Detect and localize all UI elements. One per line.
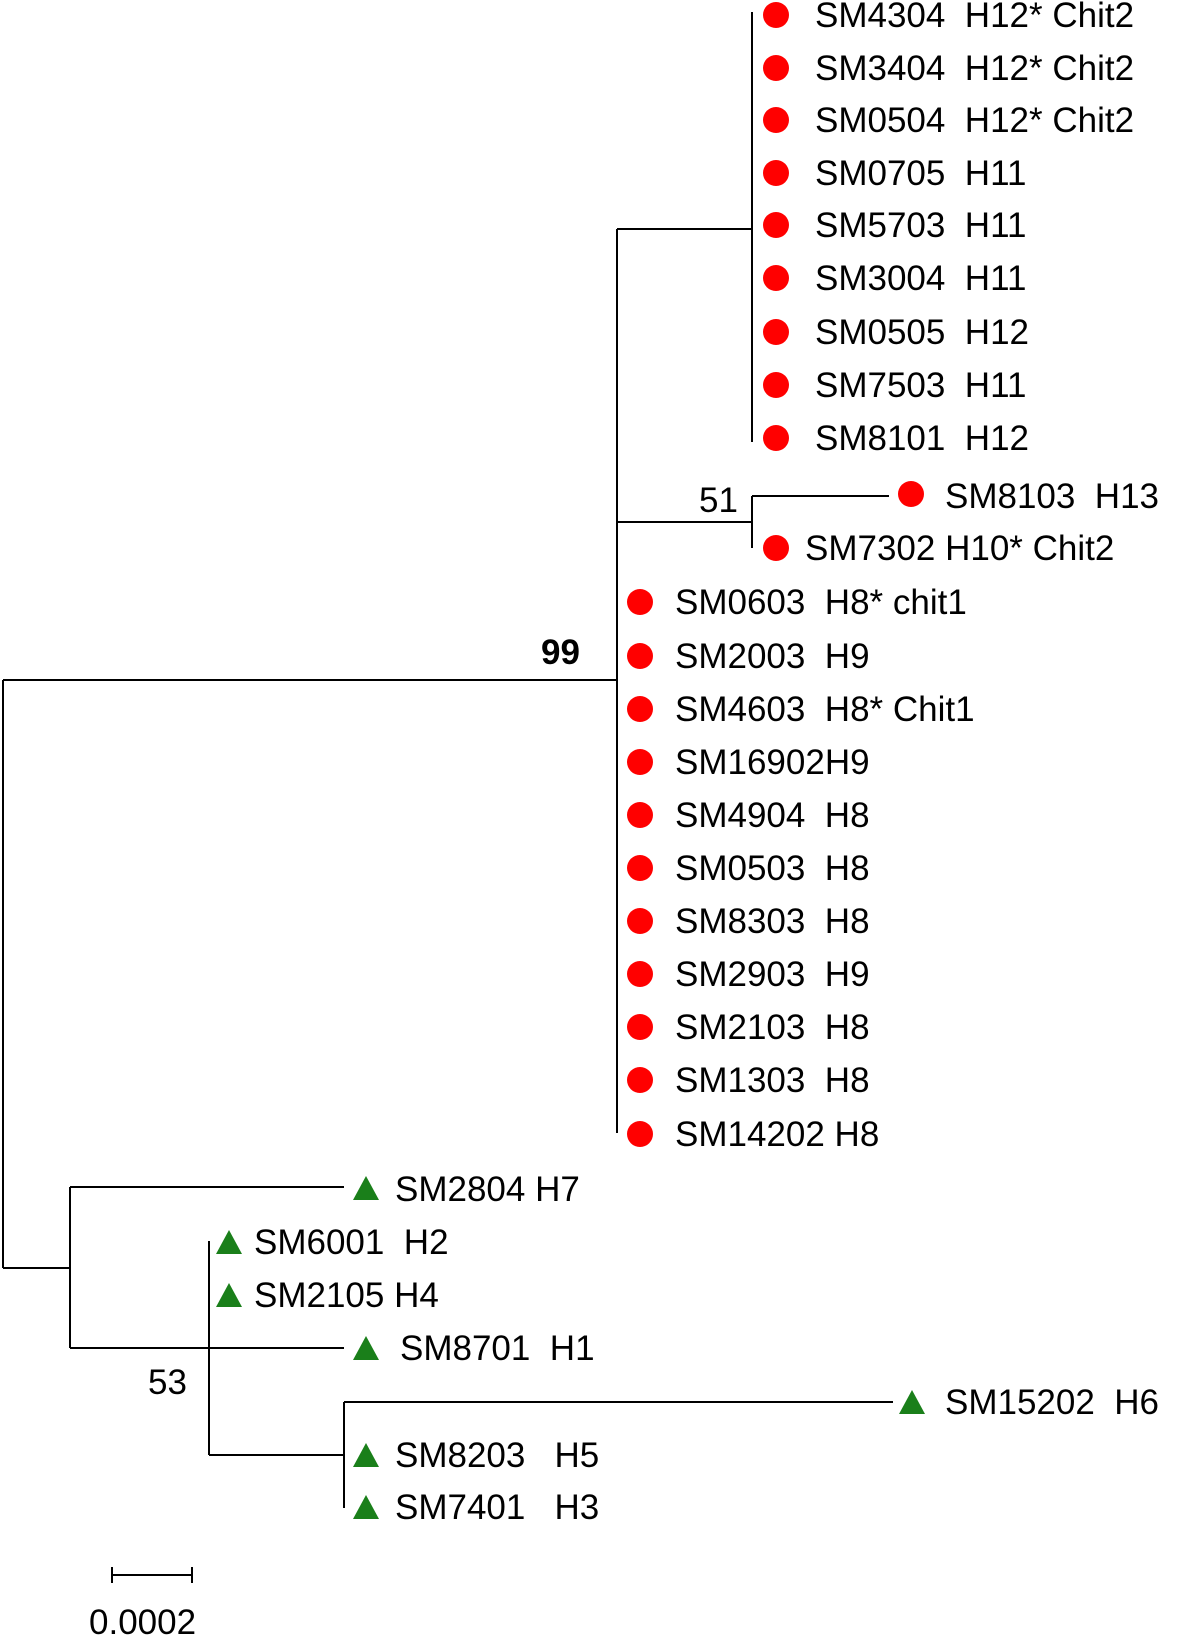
green-triangle-marker — [899, 1390, 925, 1414]
red-circle-marker — [763, 425, 789, 451]
leaf-label: SM3004 H11 — [815, 259, 1026, 298]
leaf-label: SM0705 H11 — [815, 154, 1026, 193]
leaf-label: SM7503 H11 — [815, 366, 1026, 405]
leaf: SM7401 H3 — [353, 1488, 599, 1527]
support-values: 99 51 53 — [148, 481, 738, 1402]
red-circle-marker — [763, 535, 789, 561]
leaf: SM15202 H6 — [899, 1383, 1159, 1422]
red-circle-marker — [627, 1014, 653, 1040]
leaf: SM4603 H8* Chit1 — [627, 690, 975, 729]
red-circle-marker — [627, 1067, 653, 1093]
leaf: SM8103 H13 — [898, 477, 1159, 516]
red-circle-marker — [898, 481, 924, 507]
red-circle-marker — [763, 265, 789, 291]
leaf-label: SM2903 H9 — [675, 955, 870, 994]
leaf: SM3004 H11 — [763, 259, 1026, 298]
leaf: SM4304 H12* Chit2 — [763, 0, 1134, 35]
support-value-main: 99 — [541, 633, 580, 672]
green-triangle-marker — [353, 1495, 379, 1519]
leaf: SM4904 H8 — [627, 796, 870, 835]
leaf: SM8203 H5 — [353, 1436, 599, 1475]
leaf: SM8303 H8 — [627, 902, 870, 941]
leaf-label: SM8701 H1 — [400, 1329, 595, 1368]
leaf-label: SM8103 H13 — [945, 477, 1159, 516]
leaf: SM2105 H4 — [216, 1276, 439, 1315]
leaf-label: SM8303 H8 — [675, 902, 870, 941]
green-triangle-marker — [353, 1443, 379, 1467]
red-circle-marker — [763, 55, 789, 81]
red-circle-marker — [627, 855, 653, 881]
leaf-label: SM8101 H12 — [815, 419, 1029, 458]
leaf-label: SM2804 H7 — [395, 1170, 580, 1209]
leaf: SM0505 H12 — [763, 313, 1029, 352]
green-triangle-marker — [216, 1230, 242, 1254]
leaf-label: SM2003 H9 — [675, 637, 870, 676]
red-circle-marker — [627, 802, 653, 828]
green-triangle-marker — [216, 1283, 242, 1307]
leaf: SM3404 H12* Chit2 — [763, 49, 1134, 88]
leaf-label: SM0504 H12* Chit2 — [815, 101, 1134, 140]
leaf: SM2103 H8 — [627, 1008, 870, 1047]
leaf-label: SM8203 H5 — [395, 1436, 599, 1475]
leaf-label: SM4304 H12* Chit2 — [815, 0, 1134, 35]
leaf: SM7302 H10* Chit2 — [763, 529, 1114, 568]
leaf-label: SM7302 H10* Chit2 — [805, 529, 1114, 568]
scale-bar: 0.0002 — [89, 1567, 196, 1641]
leaf-label: SM16902H9 — [675, 743, 870, 782]
leaf: SM8101 H12 — [763, 419, 1029, 458]
red-circle-marker — [763, 160, 789, 186]
red-circle-marker — [627, 589, 653, 615]
leaf-label: SM0503 H8 — [675, 849, 870, 888]
leaf-label: SM6001 H2 — [254, 1223, 449, 1262]
leaf: SM0705 H11 — [763, 154, 1026, 193]
red-circle-marker — [627, 908, 653, 934]
red-circle-marker — [763, 319, 789, 345]
leaf-label: SM4603 H8* Chit1 — [675, 690, 975, 729]
red-circle-marker — [627, 696, 653, 722]
red-circle-marker — [627, 643, 653, 669]
leaf: SM0603 H8* chit1 — [627, 583, 967, 622]
leaf-label: SM0603 H8* chit1 — [675, 583, 967, 622]
leaf-label: SM2105 H4 — [254, 1276, 439, 1315]
leaf-label: SM5703 H11 — [815, 206, 1026, 245]
leaf: SM2804 H7 — [353, 1170, 580, 1209]
red-circle-marker — [627, 961, 653, 987]
red-circle-marker — [763, 2, 789, 28]
support-value-green: 53 — [148, 1363, 187, 1402]
tree-leaves: SM4304 H12* Chit2 SM3404 H12* Chit2 SM05… — [216, 0, 1159, 1527]
leaf-label: SM0505 H12 — [815, 313, 1029, 352]
leaf: SM0503 H8 — [627, 849, 870, 888]
leaf: SM1303 H8 — [627, 1061, 870, 1100]
leaf-label: SM3404 H12* Chit2 — [815, 49, 1134, 88]
leaf-label: SM4904 H8 — [675, 796, 870, 835]
scale-bar-label: 0.0002 — [89, 1603, 196, 1641]
red-circle-marker — [627, 749, 653, 775]
green-triangle-marker — [353, 1336, 379, 1360]
leaf-label: SM1303 H8 — [675, 1061, 870, 1100]
green-triangle-marker — [353, 1176, 379, 1200]
leaf-label: SM2103 H8 — [675, 1008, 870, 1047]
leaf: SM6001 H2 — [216, 1223, 449, 1262]
leaf-label: SM7401 H3 — [395, 1488, 599, 1527]
red-circle-marker — [627, 1121, 653, 1147]
leaf: SM0504 H12* Chit2 — [763, 101, 1134, 140]
leaf-label: SM14202 H8 — [675, 1115, 879, 1154]
leaf: SM8701 H1 — [353, 1329, 595, 1368]
red-circle-marker — [763, 372, 789, 398]
leaf: SM2003 H9 — [627, 637, 870, 676]
leaf: SM14202 H8 — [627, 1115, 879, 1154]
leaf: SM16902H9 — [627, 743, 870, 782]
leaf: SM2903 H9 — [627, 955, 870, 994]
red-circle-marker — [763, 107, 789, 133]
red-circle-marker — [763, 212, 789, 238]
leaf-label: SM15202 H6 — [945, 1383, 1159, 1422]
support-value-h13: 51 — [699, 481, 738, 520]
leaf: SM5703 H11 — [763, 206, 1026, 245]
tree-branches — [2, 12, 893, 1508]
leaf: SM7503 H11 — [763, 366, 1026, 405]
